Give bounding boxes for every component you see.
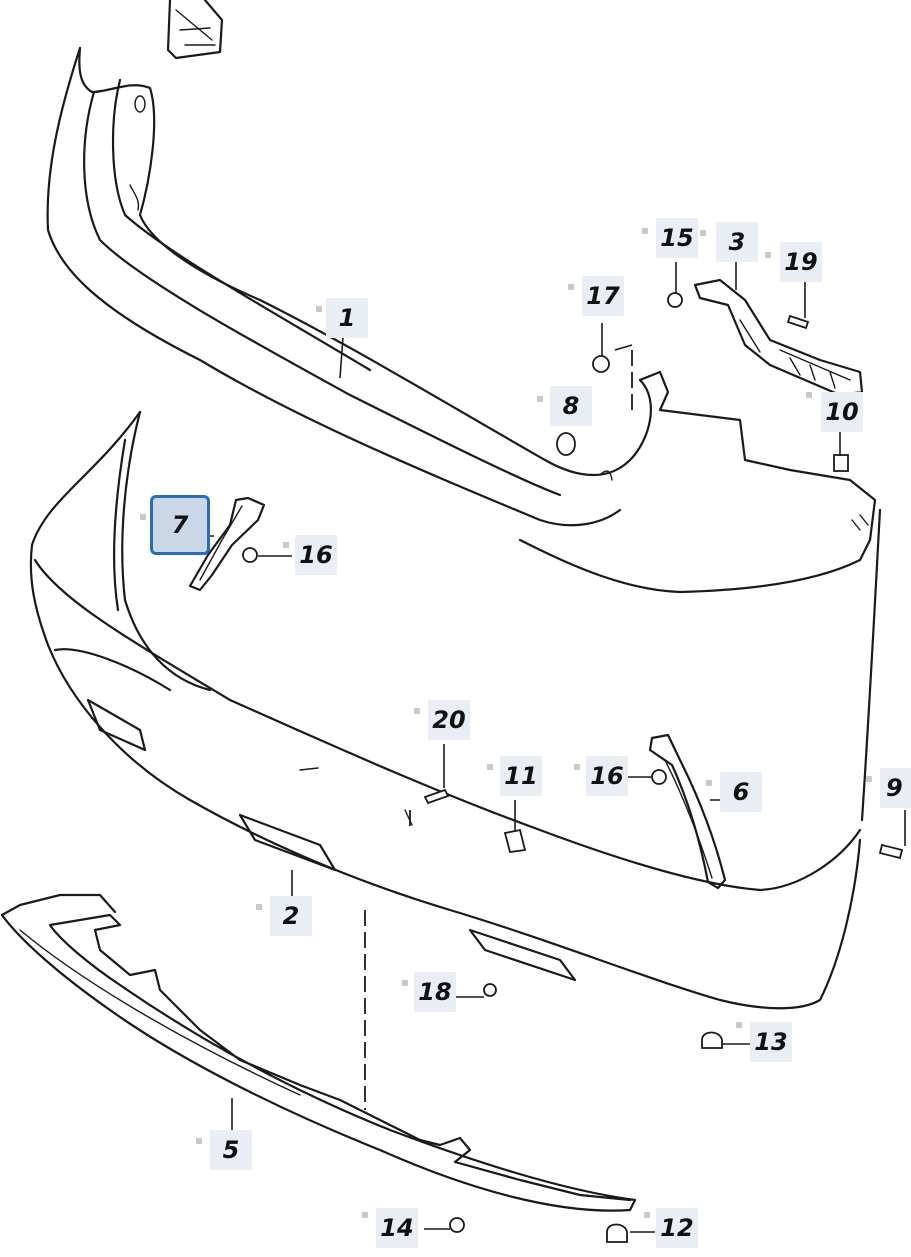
- callout-marker: [283, 542, 289, 548]
- right-stay: [648, 733, 727, 890]
- callout-marker: [196, 1138, 202, 1144]
- callout-marker: [414, 708, 420, 714]
- lower-bumper-cover: [29, 410, 882, 1010]
- callout-part-7-selected[interactable]: 7: [150, 495, 210, 555]
- callout-part-14[interactable]: 14: [376, 1208, 418, 1248]
- callout-marker: [537, 396, 543, 402]
- callout-part-20[interactable]: 20: [428, 700, 470, 740]
- callout-part-10[interactable]: 10: [821, 392, 863, 432]
- callout-marker: [574, 764, 580, 770]
- callout-marker: [706, 780, 712, 786]
- callout-marker: [362, 1212, 368, 1218]
- side-bracket: [693, 278, 864, 397]
- callout-marker: [736, 1022, 742, 1028]
- callout-part-15[interactable]: 15: [656, 218, 698, 258]
- callout-marker: [700, 230, 706, 236]
- callout-part-6[interactable]: 6: [720, 772, 762, 812]
- callout-marker: [644, 1212, 650, 1218]
- callout-part-19[interactable]: 19: [780, 242, 822, 282]
- callout-part-13[interactable]: 13: [750, 1022, 792, 1062]
- callout-part-16-right[interactable]: 16: [586, 756, 628, 796]
- callout-part-9[interactable]: 9: [880, 768, 911, 808]
- callout-part-8[interactable]: 8: [550, 386, 592, 426]
- callout-part-17[interactable]: 17: [582, 276, 624, 316]
- callout-part-11[interactable]: 11: [500, 756, 542, 796]
- left-stay: [188, 496, 266, 592]
- lower-under-panel: [0, 893, 637, 1212]
- callout-marker: [806, 392, 812, 398]
- callout-part-2[interactable]: 2: [270, 896, 312, 936]
- callout-marker: [866, 776, 872, 782]
- callout-marker: [316, 306, 322, 312]
- callout-part-18[interactable]: 18: [414, 972, 456, 1012]
- callout-part-5[interactable]: 5: [210, 1130, 252, 1170]
- callout-marker: [642, 228, 648, 234]
- callout-marker: [765, 252, 771, 258]
- callout-part-3[interactable]: 3: [716, 222, 758, 262]
- callout-part-1[interactable]: 1: [326, 298, 368, 338]
- callout-marker: [256, 904, 262, 910]
- callout-marker: [402, 980, 408, 986]
- callout-marker: [487, 764, 493, 770]
- callout-part-12[interactable]: 12: [656, 1208, 698, 1248]
- callout-part-16-left[interactable]: 16: [295, 535, 337, 575]
- top-bracket-fragment: [166, 0, 224, 60]
- callout-marker: [568, 284, 574, 290]
- callout-marker: [140, 514, 146, 520]
- upper-bumper-cover: [46, 46, 877, 594]
